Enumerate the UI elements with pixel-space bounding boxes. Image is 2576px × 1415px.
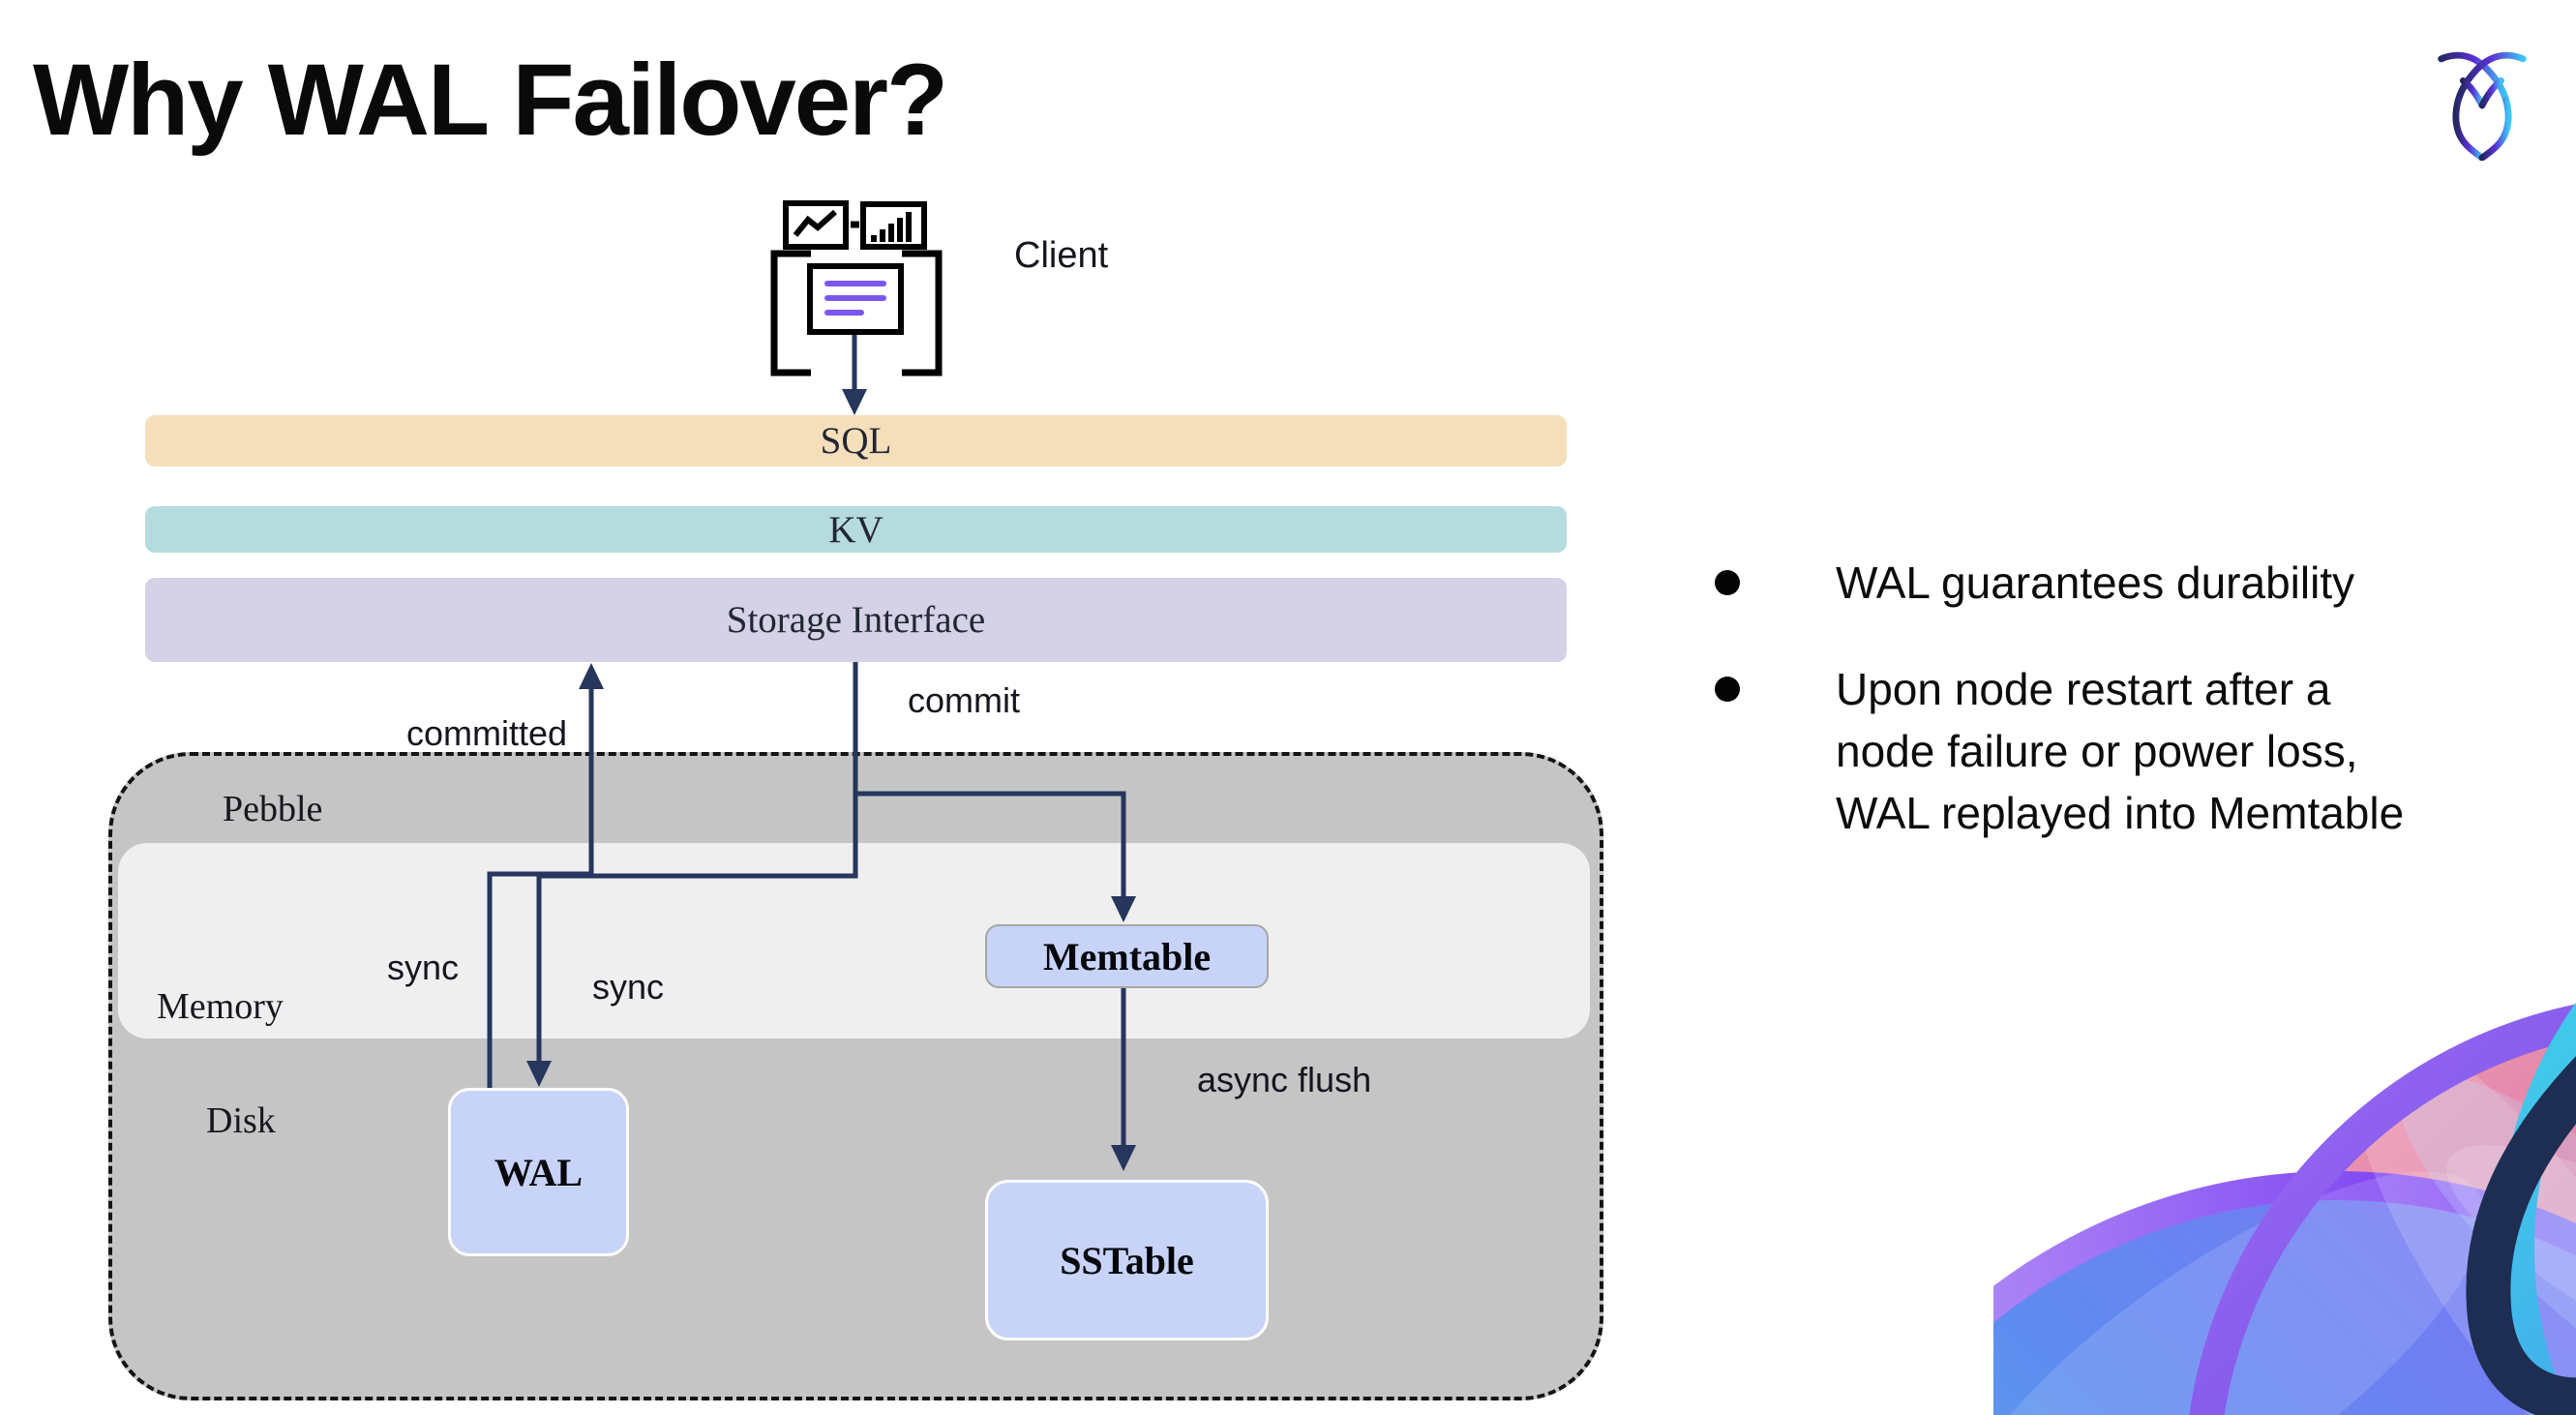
brand-art [1993, 958, 2576, 1415]
brand-art-icon [1993, 1002, 2576, 1415]
sstable-label: SSTable [1060, 1238, 1194, 1282]
edge-label-sync-right: sync [592, 967, 665, 1007]
layer-sql: SQL [145, 415, 1567, 467]
memory-band [118, 843, 1590, 1039]
edge-label-sync-left: sync [387, 948, 460, 987]
bullet-line: Upon node restart after a [1836, 664, 2331, 714]
memtable-node: Memtable [985, 924, 1269, 988]
memtable-label: Memtable [1042, 934, 1212, 978]
line-chart-icon [783, 200, 849, 250]
wal-label: WAL [494, 1150, 584, 1194]
edge-label-async-flush: async flush [1197, 1060, 1372, 1099]
arrowhead-up-storage [579, 663, 604, 689]
layer-kv-label: KV [828, 508, 884, 551]
document-icon [770, 250, 943, 376]
brand-arc [2466, 1056, 2576, 1415]
bullet-item: WAL guarantees durability [1836, 552, 2354, 614]
client-icon [770, 200, 943, 376]
layer-storage-label: Storage Interface [726, 599, 986, 641]
bullet-dot [1715, 677, 1740, 702]
bullet-line: WAL replayed into Memtable [1836, 788, 2405, 838]
arrowhead-down-sql [842, 389, 867, 415]
cockroachdb-logo-icon [2438, 51, 2527, 161]
edge-label-commit: commit [908, 680, 1020, 720]
layer-sql-label: SQL [820, 420, 892, 462]
memory-label: Memory [157, 986, 284, 1027]
layer-kv: KV [145, 506, 1567, 553]
layer-storage-interface: Storage Interface [145, 578, 1567, 662]
sstable-node: SSTable [985, 1180, 1269, 1340]
bullet-line: node failure or power loss, [1836, 726, 2358, 776]
pebble-label: Pebble [223, 789, 323, 829]
disk-label: Disk [206, 1100, 276, 1141]
edge-label-committed: committed [406, 713, 568, 753]
bullet-line: WAL guarantees durability [1836, 557, 2355, 608]
bullet-dot [1715, 570, 1740, 595]
bullet-item: Upon node restart after a node failure o… [1836, 658, 2404, 844]
client-label: Client [1014, 235, 1109, 276]
bar-chart-icon [860, 201, 927, 250]
wal-node: WAL [448, 1088, 629, 1256]
page-title: Why WAL Failover? [33, 44, 948, 157]
